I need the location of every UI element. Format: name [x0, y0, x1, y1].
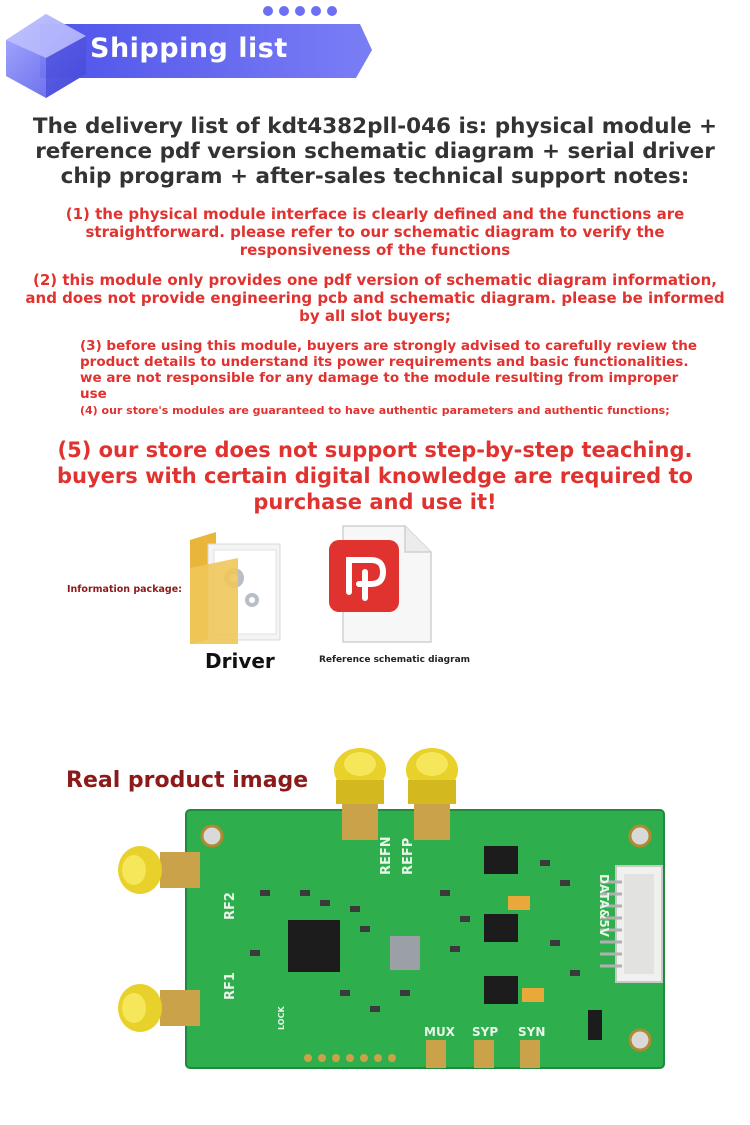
driver-label: Driver — [205, 649, 275, 673]
label-mux: MUX — [424, 1025, 456, 1039]
sma-connector-rf1 — [118, 984, 200, 1032]
information-package-label: Information package: — [67, 584, 182, 595]
label-syp: SYP — [472, 1025, 498, 1039]
mount-hole — [200, 824, 224, 848]
banner-dots — [263, 6, 337, 16]
dot — [295, 6, 305, 16]
banner-title: Shipping list — [90, 33, 288, 64]
sma-connector-refn — [334, 748, 386, 840]
pcb-board — [186, 810, 664, 1068]
pll-chip — [288, 920, 340, 972]
note-5: (5) our store does not support step-by-s… — [57, 438, 693, 514]
dot — [263, 6, 273, 16]
label-rf2: RF2 — [223, 892, 238, 920]
label-lock: LOCK — [277, 1006, 286, 1030]
dot — [311, 6, 321, 16]
regulator — [390, 936, 420, 970]
label-syn: SYN — [518, 1025, 545, 1039]
data-connector — [600, 865, 663, 983]
ic — [484, 846, 518, 874]
mount-hole — [628, 1028, 652, 1052]
diode — [588, 1010, 602, 1040]
sma-connector-rf2 — [118, 846, 200, 894]
note-2: (2) this module only provides one pdf ve… — [25, 271, 725, 325]
real-product-title: Real product image — [66, 768, 309, 793]
ic — [484, 976, 518, 1004]
pdf-icon — [329, 525, 432, 643]
label-refp: REFP — [401, 838, 416, 875]
label-refn: REFN — [379, 836, 394, 875]
ic — [484, 914, 518, 942]
dot — [327, 6, 337, 16]
schematic-label: Reference schematic diagram — [319, 655, 471, 665]
header-pins — [304, 1054, 396, 1062]
capacitor — [522, 988, 544, 1002]
label-data: DATA&5V — [597, 874, 611, 938]
note-4: (4) our store's modules are guaranteed t… — [80, 404, 670, 417]
label-rf1: RF1 — [223, 972, 238, 1000]
capacitor — [508, 896, 530, 910]
mux-syp-syn-connectors — [426, 1040, 540, 1068]
dot — [279, 6, 289, 16]
delivery-headline: The delivery list of kdt4382pll-046 is: … — [32, 114, 718, 189]
sma-connector-refp — [406, 748, 458, 840]
pcb-board-image: REFN REFP RF2 RF1 DATA&5V MUX SYP SYN LO… — [118, 748, 665, 1069]
mount-hole — [628, 824, 652, 848]
header-banner: Shipping list — [0, 0, 750, 100]
passive-components — [250, 860, 580, 1012]
note-1: (1) the physical module interface is cle… — [65, 205, 685, 259]
banner-graphic — [6, 14, 372, 98]
note-3: (3) before using this module, buyers are… — [80, 338, 698, 402]
folder-icon — [190, 532, 281, 644]
